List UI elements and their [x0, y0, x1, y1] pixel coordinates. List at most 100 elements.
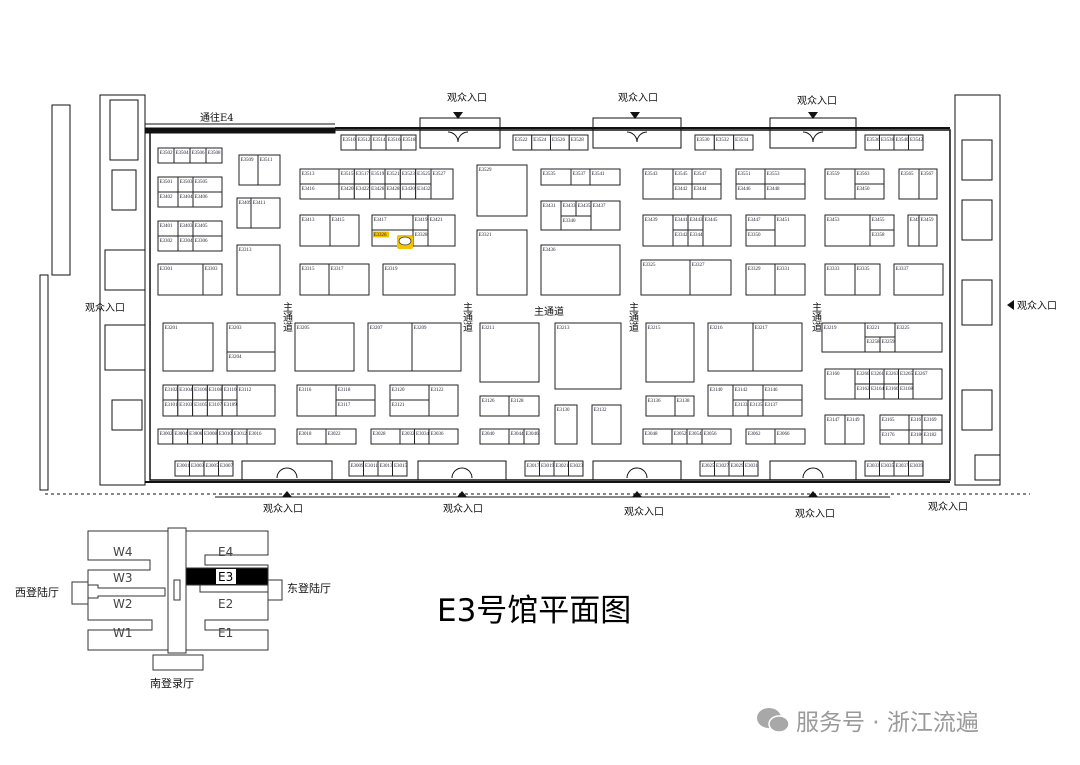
- booth[interactable]: E3120: [389, 384, 430, 401]
- booth[interactable]: E3513: [299, 168, 340, 185]
- booth[interactable]: E3534: [733, 134, 754, 151]
- booth[interactable]: E3451: [774, 214, 806, 247]
- booth[interactable]: E3138: [674, 395, 695, 417]
- booth[interactable]: E3525: [415, 168, 432, 185]
- booth[interactable]: E3551: [735, 168, 766, 185]
- booth[interactable]: E3162: [854, 383, 870, 400]
- booth[interactable]: E3321: [476, 229, 528, 296]
- booth[interactable]: E3182: [921, 429, 943, 445]
- booth[interactable]: E3505: [192, 176, 223, 193]
- booth[interactable]: E3511: [257, 154, 281, 186]
- booth[interactable]: E3519: [369, 168, 386, 185]
- booth[interactable]: E3017: [524, 460, 540, 477]
- booth[interactable]: E3446: [735, 183, 766, 200]
- booth[interactable]: E3108: [206, 384, 223, 401]
- booth[interactable]: E3536: [864, 134, 880, 151]
- booth[interactable]: E3116: [296, 384, 337, 417]
- booth[interactable]: E3303: [202, 263, 223, 296]
- booth[interactable]: E3522: [512, 134, 533, 151]
- booth[interactable]: E3524: [531, 134, 551, 151]
- booth[interactable]: E3514: [370, 134, 387, 151]
- booth[interactable]: E3431: [540, 200, 562, 231]
- booth[interactable]: E3508: [205, 147, 223, 164]
- booth[interactable]: E3509: [238, 154, 259, 186]
- booth[interactable]: E3146: [762, 384, 803, 401]
- booth[interactable]: E3304: [177, 235, 194, 252]
- booth[interactable]: E3459: [918, 214, 938, 247]
- booth[interactable]: E3415: [329, 214, 360, 247]
- booth[interactable]: E3122: [428, 384, 459, 417]
- booth[interactable]: E3417: [371, 214, 414, 231]
- booth[interactable]: E3001: [174, 460, 190, 477]
- booth[interactable]: E3029: [728, 460, 744, 477]
- booth[interactable]: E3503: [177, 176, 194, 193]
- booth[interactable]: E3032: [399, 428, 415, 445]
- booth[interactable]: E3530: [694, 134, 715, 151]
- booth[interactable]: E3358: [869, 229, 895, 247]
- booth[interactable]: E3441: [672, 214, 689, 231]
- booth[interactable]: E3109: [221, 399, 238, 417]
- booth[interactable]: E3110: [221, 384, 238, 401]
- booth[interactable]: E3015: [392, 460, 408, 477]
- booth[interactable]: E3315: [299, 263, 330, 296]
- booth[interactable]: E3128: [508, 395, 540, 417]
- booth[interactable]: E3260: [854, 368, 870, 385]
- booth[interactable]: E3039: [908, 460, 924, 477]
- booth[interactable]: E3013: [377, 460, 393, 477]
- booth[interactable]: E3444: [691, 183, 722, 200]
- booth[interactable]: E3132: [591, 404, 622, 445]
- booth[interactable]: E3040: [479, 428, 510, 445]
- booth[interactable]: E3203: [226, 322, 276, 353]
- booth[interactable]: E3052: [671, 428, 688, 445]
- booth[interactable]: E3215: [645, 322, 695, 383]
- booth[interactable]: E3023: [568, 460, 584, 477]
- booth[interactable]: E3435: [575, 200, 592, 217]
- booth[interactable]: E3204: [226, 351, 276, 372]
- booth[interactable]: E3267: [912, 368, 943, 400]
- booth[interactable]: E3340: [560, 215, 592, 231]
- booth[interactable]: E3403: [177, 220, 194, 237]
- booth[interactable]: E3027: [714, 460, 730, 477]
- booth[interactable]: E3542: [908, 134, 924, 151]
- booth[interactable]: E3130: [554, 404, 578, 445]
- booth[interactable]: E3259: [879, 336, 896, 353]
- booth[interactable]: E3265: [898, 368, 914, 385]
- booth[interactable]: E3140: [707, 384, 734, 417]
- booth[interactable]: E3166: [883, 383, 899, 400]
- booth[interactable]: E3405: [192, 220, 223, 237]
- booth[interactable]: E3342: [672, 229, 689, 247]
- booth[interactable]: E3213: [554, 322, 622, 390]
- booth[interactable]: E3263: [883, 368, 899, 385]
- booth[interactable]: E3046: [523, 428, 540, 445]
- booth[interactable]: E3437: [590, 200, 621, 231]
- booth[interactable]: E3165: [879, 414, 910, 431]
- booth[interactable]: E3504: [173, 147, 191, 164]
- booth[interactable]: E3563: [854, 168, 885, 185]
- booth[interactable]: E3028: [370, 428, 401, 445]
- booth[interactable]: E3510: [340, 134, 357, 151]
- booth[interactable]: E3331: [774, 263, 806, 296]
- booth[interactable]: E3402: [157, 191, 179, 208]
- booth[interactable]: E3421: [427, 214, 456, 247]
- booth[interactable]: E3443: [687, 214, 704, 231]
- booth[interactable]: E3526: [550, 134, 570, 151]
- booth[interactable]: E3337: [893, 263, 944, 296]
- booth[interactable]: E3021: [553, 460, 569, 477]
- booth[interactable]: E3529: [476, 164, 528, 217]
- booth[interactable]: E3344: [687, 229, 704, 247]
- booth[interactable]: E3442: [672, 183, 693, 200]
- booth[interactable]: E3545: [672, 168, 693, 185]
- booth[interactable]: E3169: [921, 414, 943, 431]
- booth[interactable]: E3436: [540, 244, 621, 296]
- booth[interactable]: E3008: [202, 428, 218, 445]
- booth[interactable]: E3537: [570, 168, 591, 186]
- booth[interactable]: E3105: [192, 399, 208, 417]
- booth[interactable]: E3164: [869, 383, 885, 400]
- booth[interactable]: E3034: [414, 428, 430, 445]
- booth[interactable]: E3121: [389, 399, 430, 417]
- booth[interactable]: E3011: [363, 460, 379, 477]
- booth[interactable]: E3428: [384, 183, 401, 200]
- booth[interactable]: E3328: [412, 229, 429, 247]
- booth[interactable]: E3209: [411, 322, 462, 372]
- booth[interactable]: E3103: [177, 399, 194, 417]
